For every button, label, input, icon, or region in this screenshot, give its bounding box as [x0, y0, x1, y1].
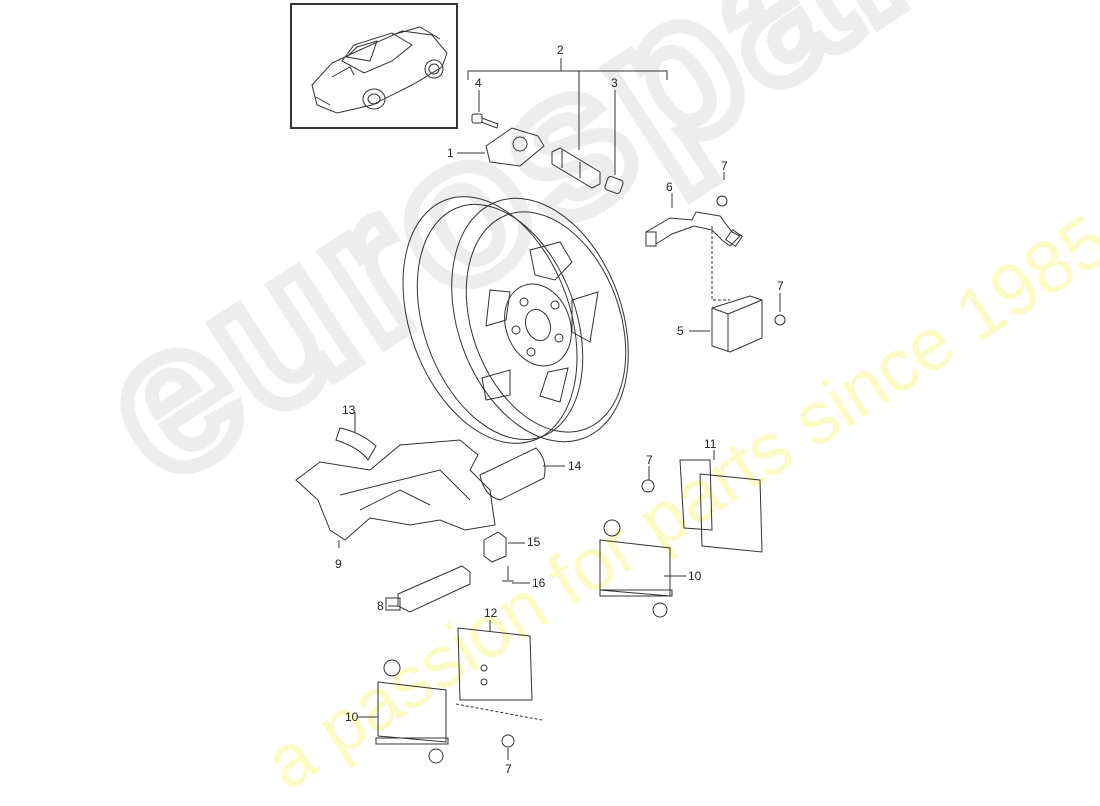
nut-part-7	[501, 734, 515, 748]
callout-14[interactable]: 14	[568, 459, 582, 473]
vehicle-thumbnail	[290, 3, 458, 129]
callout-3[interactable]: 3	[611, 76, 618, 90]
screw-part-16	[502, 566, 514, 582]
callout-11[interactable]: 11	[704, 437, 717, 451]
callout-4[interactable]: 4	[475, 76, 482, 90]
car-outline-icon	[311, 26, 448, 114]
control-unit-part-10	[599, 519, 673, 618]
nut-part-7	[774, 314, 786, 326]
callout-10a[interactable]: 10	[688, 569, 702, 583]
module-part-5	[711, 295, 763, 353]
callout-6[interactable]: 6	[666, 180, 673, 194]
callout-7b[interactable]: 7	[777, 279, 784, 293]
callout-15[interactable]: 15	[527, 535, 541, 549]
valve-cap-part-3	[604, 176, 624, 194]
wheel	[402, 196, 629, 444]
bracket-part-11	[679, 459, 763, 553]
callout-12[interactable]: 12	[484, 606, 498, 620]
callout-10b[interactable]: 10	[345, 710, 359, 724]
callout-16[interactable]: 16	[532, 576, 546, 590]
callout-7a[interactable]: 7	[721, 159, 728, 173]
callout-2[interactable]: 2	[557, 43, 564, 57]
bracket-part-6	[645, 211, 744, 248]
screw-part-4	[471, 113, 499, 129]
leader-lines	[338, 152, 781, 760]
callout-9[interactable]: 9	[335, 557, 342, 571]
sensor-part-1	[485, 127, 545, 167]
callout-7d[interactable]: 7	[505, 762, 512, 776]
frame-part-9	[295, 439, 496, 541]
bracket-part-12	[455, 627, 543, 721]
callout-1[interactable]: 1	[447, 146, 454, 160]
group-bracket-2	[467, 58, 668, 175]
sleeve-part-14	[479, 447, 546, 501]
nut-part-7	[641, 479, 655, 493]
assembly-line	[711, 226, 730, 301]
valve-stem	[551, 147, 601, 189]
half-shell-part-13	[335, 427, 377, 461]
callout-13[interactable]: 13	[342, 403, 356, 417]
control-unit-part-10	[375, 659, 449, 764]
callout-5[interactable]: 5	[677, 324, 684, 338]
callout-8[interactable]: 8	[377, 599, 384, 613]
clip-part-15	[483, 531, 507, 563]
antenna-part-8	[385, 565, 471, 613]
nut-part-7	[716, 195, 728, 207]
callout-7c[interactable]: 7	[646, 453, 653, 467]
